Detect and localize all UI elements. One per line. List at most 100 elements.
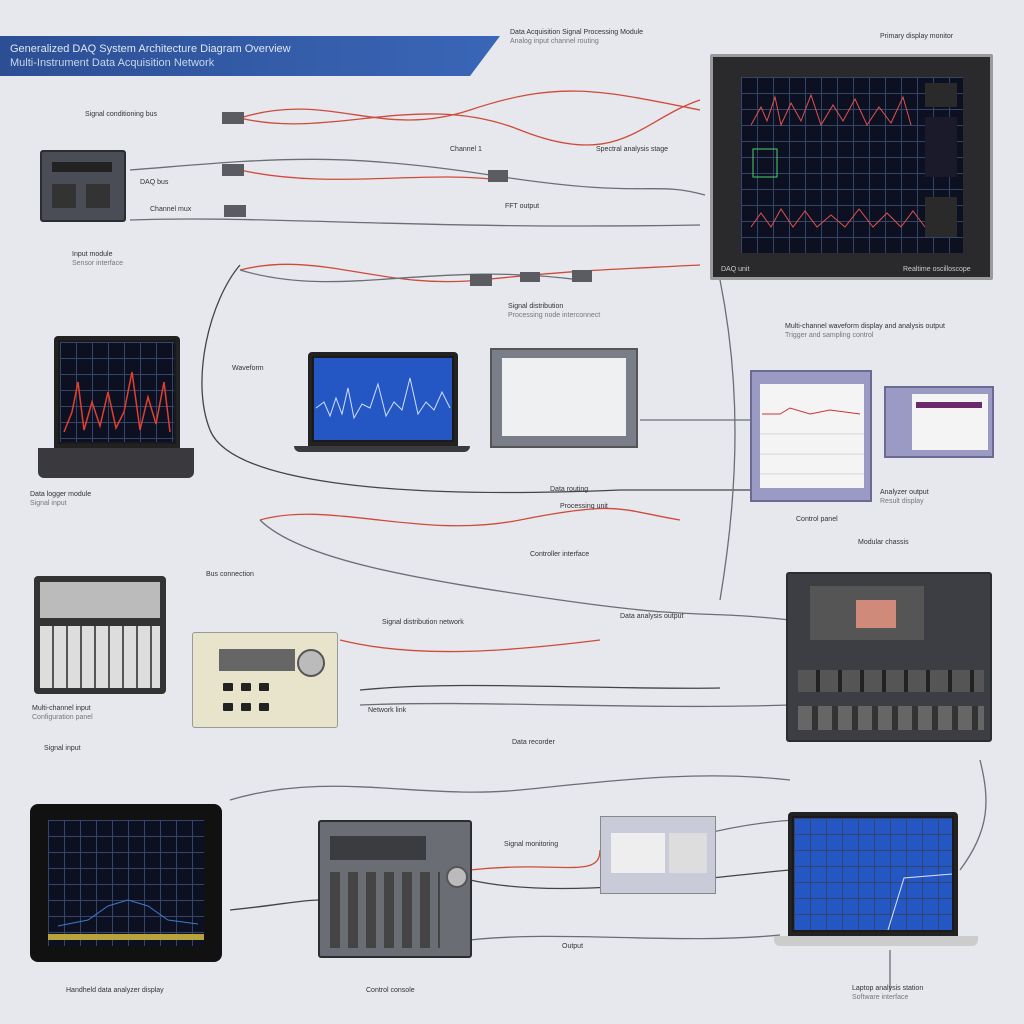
label-fft: FFT output: [505, 203, 540, 210]
spectrum-plot: [63, 371, 171, 433]
wire: [239, 99, 701, 146]
monitor-label-right: Realtime oscilloscope: [903, 266, 971, 273]
monitor-label-left: DAQ unit: [721, 266, 750, 273]
connector: [488, 170, 508, 182]
wire: [719, 279, 736, 601]
label-bus-b: DAQ bus: [140, 179, 169, 186]
display-bar: [916, 402, 982, 408]
gray-monitor: [490, 348, 638, 448]
connector: [520, 272, 540, 282]
controller-button[interactable]: [259, 683, 269, 691]
laptop-center-screen: [308, 352, 458, 446]
label-left-lower: Signal input: [44, 745, 81, 752]
title-banner: Generalized DAQ System Architecture Diag…: [0, 36, 500, 76]
recorder-chart: [760, 384, 864, 488]
rack-front-panel: [40, 582, 160, 618]
label-bottom-left: Handheld data analyzer display: [66, 987, 164, 994]
connector: [470, 274, 492, 286]
controller-button[interactable]: [223, 703, 233, 711]
label-center-lower-2: Data analysis output: [620, 613, 684, 620]
wire: [359, 702, 791, 708]
laptop-right-trace: [887, 873, 953, 931]
label-right-desc: Multi-channel waveform display and analy…: [785, 323, 945, 339]
banner-subtitle: Multi-Instrument Data Acquisition Networ…: [10, 57, 215, 69]
signal-monitor: [600, 816, 716, 894]
wire: [201, 264, 750, 494]
banner-title: Generalized DAQ System Architecture Diag…: [10, 43, 291, 55]
purple-display: [884, 386, 994, 458]
chassis-screen: [810, 586, 924, 640]
waveform-screen: [314, 358, 452, 440]
spectrum-display: [60, 342, 174, 442]
wire: [129, 218, 701, 227]
label-recorder: Data recorder: [512, 739, 555, 746]
controller-button[interactable]: [259, 703, 269, 711]
wire: [229, 775, 791, 801]
chassis-ports: [798, 706, 984, 730]
label-bottom-center: Control console: [366, 987, 415, 994]
label-bottom-right-2: Output: [562, 943, 584, 950]
label-bus-a: Signal conditioning bus: [85, 111, 157, 118]
wire: [339, 639, 601, 653]
label-waveform: Waveform: [232, 365, 264, 372]
monitor-screen: [741, 77, 963, 253]
wire: [259, 519, 791, 621]
tablet-trace: [48, 899, 204, 940]
label-right-mid-3: Control panel: [796, 516, 838, 523]
signal-monitor-screen: [611, 833, 665, 873]
label-center-lower-1: Signal distribution network: [382, 619, 464, 626]
connector: [222, 164, 244, 176]
label-top-center: Data Acquisition Signal Processing Modul…: [510, 29, 644, 45]
wire: [259, 507, 681, 527]
wire: [239, 169, 501, 181]
connector: [222, 112, 244, 124]
control-console: [318, 820, 472, 958]
tablet-screen: [48, 820, 204, 946]
tablet-analyzer: [30, 804, 222, 962]
laptop-right-display: [794, 818, 953, 931]
laptop-right-base: [774, 936, 978, 946]
recorder-trace: [760, 407, 864, 475]
wire: [469, 934, 781, 941]
controller-button[interactable]: [223, 683, 233, 691]
rack-channels: [40, 626, 160, 688]
wire: [129, 158, 706, 196]
controller-display: [219, 649, 295, 671]
wire: [359, 684, 721, 691]
wire: [239, 90, 701, 121]
waveform-plot: [750, 83, 957, 237]
primary-monitor: DAQ unit Realtime oscilloscope: [710, 54, 993, 280]
label-middle-c: Bus connection: [206, 571, 254, 578]
dark-chassis: [786, 572, 992, 742]
console-display: [330, 836, 426, 860]
controller-button[interactable]: [241, 683, 251, 691]
laptop-left-screen: [54, 336, 180, 448]
module-strip: [52, 162, 112, 172]
input-module-device: [40, 150, 126, 222]
label-bus-c: Channel mux: [150, 206, 192, 213]
console-knob[interactable]: [446, 866, 468, 888]
control-knob[interactable]: [297, 649, 325, 677]
wire: [229, 899, 321, 911]
laptop-right-screen: [788, 812, 958, 936]
label-middle-b: Controller interface: [530, 551, 590, 558]
laptop-center-base: [294, 446, 470, 452]
controller-button[interactable]: [241, 703, 251, 711]
chassis-controls: [798, 670, 984, 692]
console-buttons[interactable]: [330, 872, 440, 948]
rack-instrument: [34, 576, 166, 694]
label-center-2: Data routing: [550, 486, 589, 493]
connector: [572, 270, 592, 282]
label-mid-small: Channel 1: [450, 146, 482, 153]
waveform-trace: [315, 377, 451, 420]
label-center-lower-3: Network link: [368, 707, 407, 714]
beige-controller: [192, 632, 338, 728]
signal-monitor-panel: [669, 833, 707, 873]
